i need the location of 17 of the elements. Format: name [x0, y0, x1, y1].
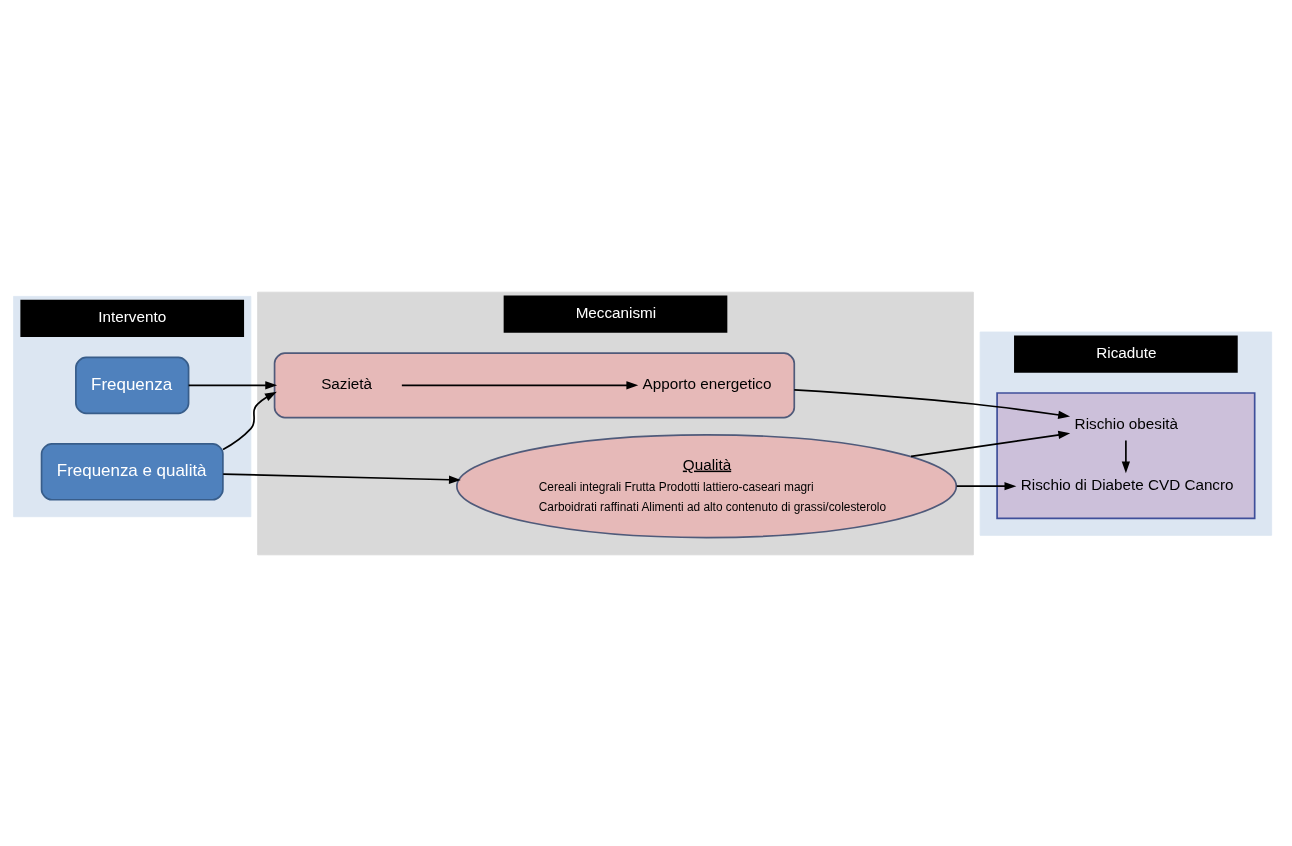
arrow	[793, 388, 1071, 419]
node-text: Apporto energetico	[642, 374, 772, 392]
arrow	[955, 481, 1017, 490]
node-text: Sazietà	[321, 374, 373, 392]
node-text: Rischio di Diabete CVD Cancro	[1020, 475, 1234, 493]
cluster	[996, 391, 1256, 519]
node-box: Frequenza e qualità	[40, 442, 224, 501]
arrow	[910, 430, 1071, 457]
node-ellipse: Qualità Cereali integrali Frutta Prodotti lattiero-caseari magri Carboidrati raffinati Alimenti ad alto contenuto di grassi/colesterolo	[456, 433, 958, 538]
cluster	[273, 351, 796, 418]
arrow	[222, 391, 277, 450]
node-box: Frequenza	[75, 356, 190, 414]
arrow	[187, 380, 278, 390]
arrow	[222, 472, 461, 484]
arrow	[401, 380, 639, 390]
node-text: Rischio obesità	[1074, 414, 1179, 432]
arrow	[1121, 439, 1131, 473]
